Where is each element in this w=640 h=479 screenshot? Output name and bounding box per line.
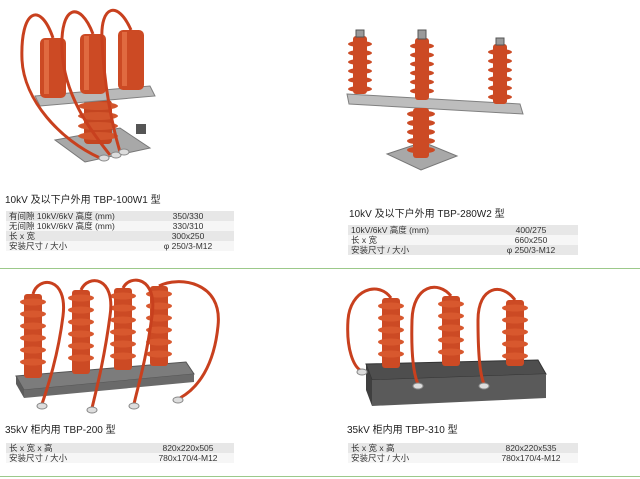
product-image-tbp-100w1: [20, 8, 156, 163]
spec-table: 10kV/6kV 高度 (mm) 400/275 长 x 宽 660x250 安…: [348, 225, 578, 255]
spec-value: φ 250/3-M12: [484, 245, 578, 255]
product-caption: 10kV 及以下户外用 TBP-100W1 型: [5, 195, 161, 206]
spec-value: 820x220x535: [484, 443, 578, 453]
spec-row: 安装尺寸 / 大小 780x170/4-M12: [348, 453, 578, 463]
section-divider: [0, 268, 640, 269]
spec-value: 350/330: [142, 211, 234, 221]
bottom-divider: [0, 476, 640, 477]
spec-label: 安装尺寸 / 大小: [6, 453, 142, 463]
product-caption: 35kV 柜内用 TBP-200 型: [5, 425, 116, 436]
product-image-tbp-310: [346, 285, 547, 406]
spec-table: 长 x 宽 x 高 820x220x535 安装尺寸 / 大小 780x170/…: [348, 443, 578, 463]
product-image-tbp-200: [15, 278, 220, 414]
spec-value: φ 250/3-M12: [142, 241, 234, 251]
spec-row: 长 x 宽 660x250: [348, 235, 578, 245]
spec-row: 10kV/6kV 高度 (mm) 400/275: [348, 225, 578, 235]
spec-table: 有间隙 10kV/6kV 高度 (mm) 350/330 无间隙 10kV/6k…: [6, 211, 234, 251]
spec-value: 780x170/4-M12: [142, 453, 234, 463]
spec-label: 无间隙 10kV/6kV 高度 (mm): [6, 221, 142, 231]
spec-label: 安装尺寸 / 大小: [348, 453, 484, 463]
spec-label: 安装尺寸 / 大小: [348, 245, 484, 255]
product-caption: 35kV 柜内用 TBP-310 型: [347, 425, 458, 436]
spec-row: 长 x 宽 x 高 820x220x535: [348, 443, 578, 453]
spec-row: 长 x 宽 x 高 820x220x505: [6, 443, 234, 453]
spec-row: 有间隙 10kV/6kV 高度 (mm) 350/330: [6, 211, 234, 221]
spec-label: 长 x 宽: [348, 235, 484, 245]
spec-row: 安装尺寸 / 大小 780x170/4-M12: [6, 453, 234, 463]
spec-table: 长 x 宽 x 高 820x220x505 安装尺寸 / 大小 780x170/…: [6, 443, 234, 463]
spec-row: 安装尺寸 / 大小 φ 250/3-M12: [348, 245, 578, 255]
spec-value: 300x250: [142, 231, 234, 241]
spec-value: 820x220x505: [142, 443, 234, 453]
spec-row: 长 x 宽 300x250: [6, 231, 234, 241]
product-image-tbp-280w2: [346, 29, 524, 171]
spec-label: 安装尺寸 / 大小: [6, 241, 142, 251]
spec-row: 安装尺寸 / 大小 φ 250/3-M12: [6, 241, 234, 251]
spec-row: 无间隙 10kV/6kV 高度 (mm) 330/310: [6, 221, 234, 231]
spec-label: 有间隙 10kV/6kV 高度 (mm): [6, 211, 142, 221]
spec-label: 长 x 宽: [6, 231, 142, 241]
spec-label: 长 x 宽 x 高: [6, 443, 142, 453]
spec-value: 330/310: [142, 221, 234, 231]
spec-value: 660x250: [484, 235, 578, 245]
spec-label: 长 x 宽 x 高: [348, 443, 484, 453]
spec-value: 780x170/4-M12: [484, 453, 578, 463]
spec-value: 400/275: [484, 225, 578, 235]
product-caption: 10kV 及以下户外用 TBP-280W2 型: [349, 209, 505, 220]
spec-label: 10kV/6kV 高度 (mm): [348, 225, 484, 235]
